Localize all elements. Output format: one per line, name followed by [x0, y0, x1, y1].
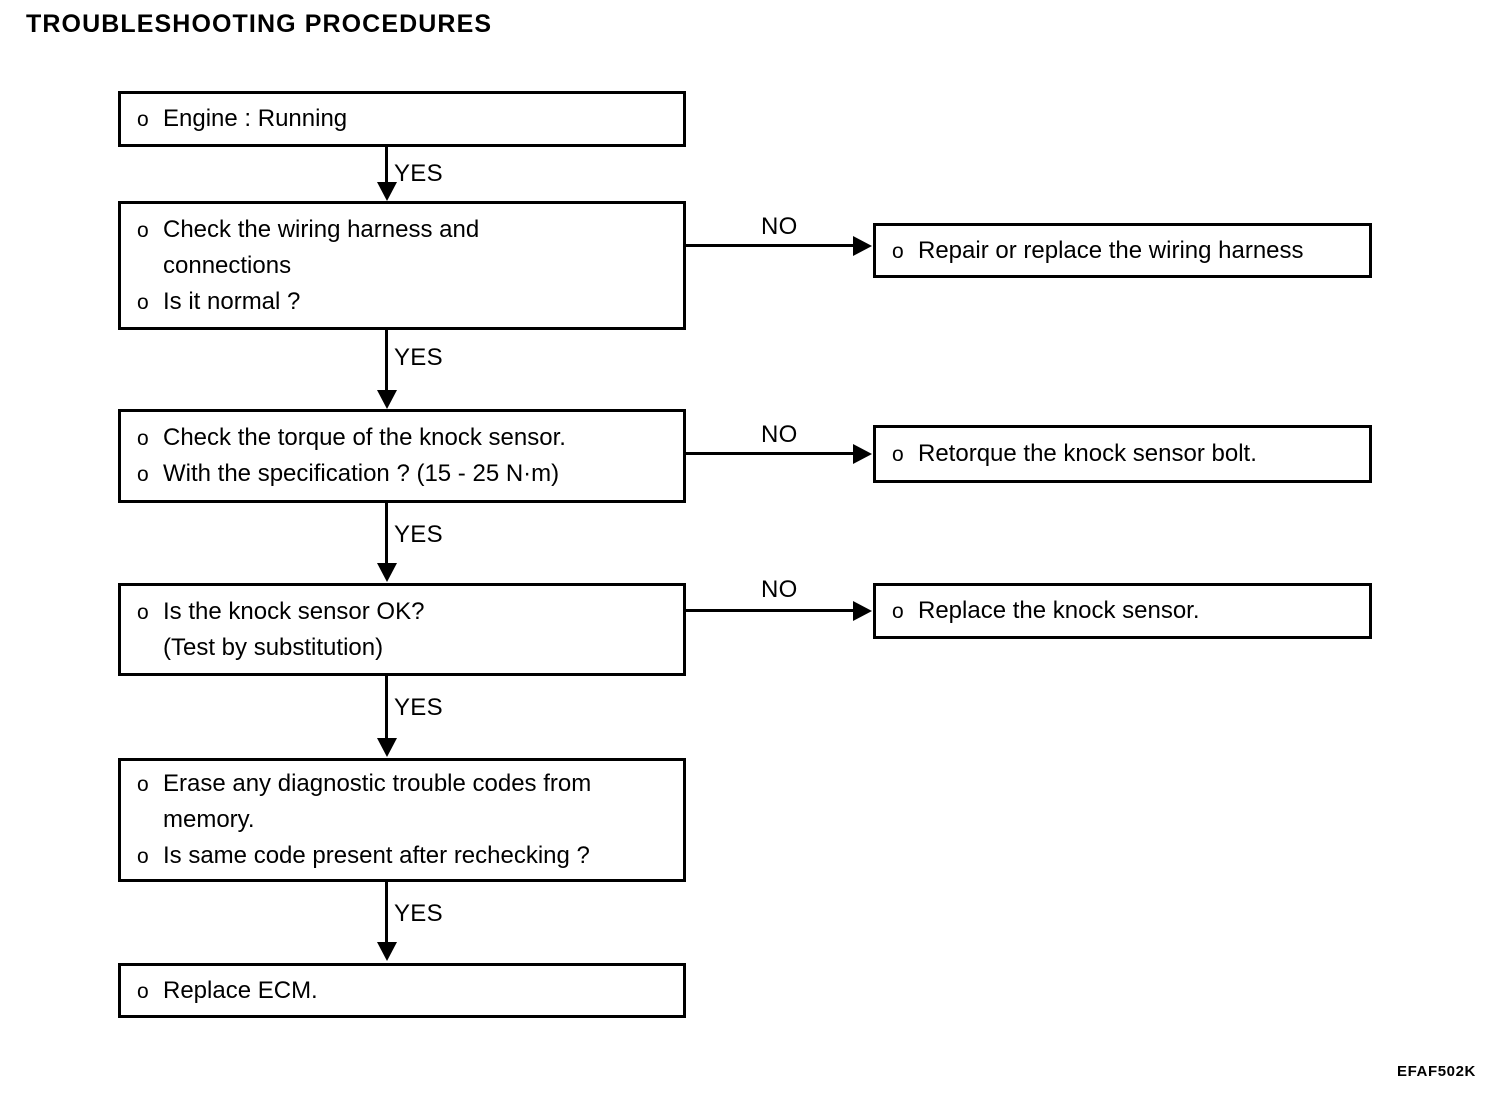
node-line: o connections — [121, 248, 683, 284]
flow-arrow-no-1 — [686, 244, 854, 247]
bullet-spacer: o — [121, 631, 163, 666]
arrow-head-down-icon — [377, 390, 397, 409]
arrow-head-down-icon — [377, 563, 397, 582]
bullet-marker: o — [137, 845, 149, 868]
bullet-marker: o — [137, 773, 149, 796]
node-line: o Replace ECM. — [121, 973, 683, 1009]
bullet-spacer: o — [121, 249, 163, 284]
bullet-marker: o — [137, 600, 149, 624]
edge-label-no-1: NO — [761, 213, 798, 240]
node-text: Retorque the knock sensor bolt. — [918, 440, 1257, 467]
edge-label-yes-3: YES — [394, 521, 443, 548]
node-line: o Check the wiring harness and — [121, 212, 683, 248]
flow-node-engine-running: o Engine : Running — [118, 91, 686, 147]
arrow-head-down-icon — [377, 738, 397, 757]
node-line: o (Test by substitution) — [121, 630, 683, 666]
bullet-marker: o — [892, 239, 904, 263]
node-text: Is it normal ? — [163, 287, 301, 315]
flow-node-replace-ecm: o Replace ECM. — [118, 963, 686, 1018]
flow-arrow-yes-5 — [385, 882, 388, 944]
node-text: Erase any diagnostic trouble codes from — [163, 770, 592, 797]
edge-label-yes-2: YES — [394, 344, 443, 371]
flow-node-retorque-knock-sensor-bolt: o Retorque the knock sensor bolt. — [873, 425, 1372, 483]
node-text: Is same code present after rechecking ? — [163, 842, 590, 869]
node-text: connections — [163, 251, 292, 279]
node-line: o Is the knock sensor OK? — [121, 594, 683, 630]
edge-label-no-2: NO — [761, 421, 798, 448]
bullet-marker: o — [892, 443, 904, 466]
flow-node-repair-wiring-harness: o Repair or replace the wiring harness — [873, 223, 1372, 278]
node-line: o Is it normal ? — [121, 284, 683, 320]
node-line: o Check the torque of the knock sensor. — [121, 420, 683, 456]
edge-label-yes-5: YES — [394, 900, 443, 927]
edge-label-yes-1: YES — [394, 160, 443, 187]
arrow-head-right-icon — [853, 444, 872, 464]
bullet-marker: o — [137, 218, 149, 242]
flow-node-replace-knock-sensor: o Replace the knock sensor. — [873, 583, 1372, 639]
arrow-head-right-icon — [853, 601, 872, 621]
flow-arrow-yes-1 — [385, 147, 388, 185]
flow-arrow-no-3 — [686, 609, 854, 612]
figure-reference-code: EFAF502K — [1397, 1063, 1476, 1080]
arrow-head-down-icon — [377, 942, 397, 961]
bullet-spacer: o — [121, 803, 163, 838]
node-text: Replace the knock sensor. — [918, 597, 1200, 624]
flow-node-check-wiring-harness: o Check the wiring harness and o connect… — [118, 201, 686, 330]
edge-label-yes-4: YES — [394, 694, 443, 721]
node-line: o Engine : Running — [121, 101, 683, 137]
node-text: Replace ECM. — [163, 976, 318, 1004]
flow-arrow-yes-3 — [385, 503, 388, 565]
flow-arrow-yes-4 — [385, 676, 388, 740]
node-text: (Test by substitution) — [163, 633, 384, 661]
node-line: o With the specification ? (15 - 25 N·m) — [121, 456, 683, 492]
arrow-head-down-icon — [377, 182, 397, 201]
node-text: Check the wiring harness and — [163, 215, 480, 243]
node-text: Repair or replace the wiring harness — [918, 236, 1304, 264]
node-line: o memory. — [121, 802, 683, 838]
node-line: o Repair or replace the wiring harness — [876, 233, 1369, 269]
bullet-marker: o — [137, 108, 149, 131]
flow-arrow-yes-2 — [385, 330, 388, 393]
bullet-marker: o — [892, 600, 904, 623]
flow-arrow-no-2 — [686, 452, 854, 455]
node-line: o Is same code present after rechecking … — [121, 838, 683, 874]
node-text: Check the torque of the knock sensor. — [163, 424, 566, 451]
edge-label-no-3: NO — [761, 576, 798, 603]
page-title: TROUBLESHOOTING PROCEDURES — [26, 10, 493, 38]
bullet-marker: o — [137, 427, 149, 450]
node-text: With the specification ? (15 - 25 N·m) — [163, 460, 560, 487]
bullet-marker: o — [137, 290, 149, 314]
node-line: o Retorque the knock sensor bolt. — [876, 436, 1369, 472]
bullet-marker: o — [137, 463, 149, 486]
node-text: memory. — [163, 806, 255, 833]
node-text: Engine : Running — [163, 105, 348, 132]
node-line: o Erase any diagnostic trouble codes fro… — [121, 766, 683, 802]
flow-node-erase-trouble-codes: o Erase any diagnostic trouble codes fro… — [118, 758, 686, 882]
flow-node-check-knock-sensor-torque: o Check the torque of the knock sensor. … — [118, 409, 686, 503]
bullet-marker: o — [137, 979, 149, 1003]
node-line: o Replace the knock sensor. — [876, 593, 1369, 629]
arrow-head-right-icon — [853, 236, 872, 256]
node-text: Is the knock sensor OK? — [163, 597, 425, 625]
flow-node-knock-sensor-ok: o Is the knock sensor OK? o (Test by sub… — [118, 583, 686, 676]
